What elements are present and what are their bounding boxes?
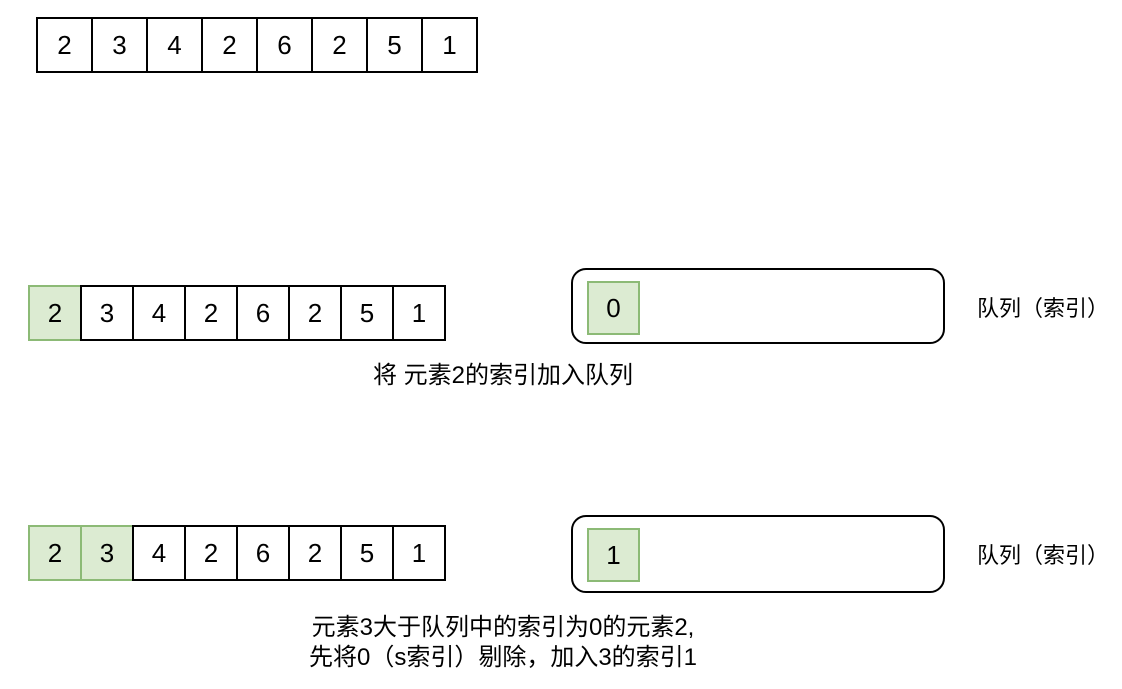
array-cell: 6 (236, 525, 290, 581)
array-cell: 2 (288, 525, 342, 581)
queue-box-step2: 1 (571, 515, 945, 593)
array-cell: 2 (288, 285, 342, 341)
array-cell-highlighted: 2 (28, 525, 82, 581)
array-cell: 2 (184, 285, 238, 341)
array-step1: 2 3 4 2 6 2 5 1 (28, 285, 446, 341)
array-cell-highlighted: 3 (80, 525, 134, 581)
array-step2: 2 3 4 2 6 2 5 1 (28, 525, 446, 581)
array-cell: 5 (340, 525, 394, 581)
array-cell: 3 (91, 17, 148, 73)
caption-step2: 元素3大于队列中的索引为0的元素2, 先将0（s索引）剔除，加入3的索引1 (303, 613, 703, 673)
caption-step1: 将 元素2的索引加入队列 (372, 362, 633, 389)
array-cell: 5 (340, 285, 394, 341)
array-cell: 1 (392, 525, 446, 581)
array-cell: 5 (366, 17, 423, 73)
array-cell: 1 (421, 17, 478, 73)
array-cell: 2 (201, 17, 258, 73)
caption-step2-line1: 元素3大于队列中的索引为0的元素2, (311, 614, 695, 641)
array-initial: 2 3 4 2 6 2 5 1 (36, 17, 478, 73)
array-cell-highlighted: 2 (28, 285, 82, 341)
array-cell: 1 (392, 285, 446, 341)
array-cell: 4 (132, 525, 186, 581)
array-cell: 6 (236, 285, 290, 341)
queue-label-step2: 队列（索引） (977, 543, 1110, 568)
caption-step2-line2: 先将0（s索引）剔除，加入3的索引1 (308, 644, 698, 671)
queue-box-step1: 0 (571, 268, 945, 344)
array-cell: 2 (311, 17, 368, 73)
queue-cell: 0 (587, 281, 640, 335)
array-cell: 3 (80, 285, 134, 341)
array-cell: 2 (36, 17, 93, 73)
queue-cell: 1 (587, 528, 640, 582)
queue-label-step1: 队列（索引） (977, 296, 1110, 321)
array-cell: 2 (184, 525, 238, 581)
array-cell: 4 (146, 17, 203, 73)
array-cell: 6 (256, 17, 313, 73)
array-cell: 4 (132, 285, 186, 341)
